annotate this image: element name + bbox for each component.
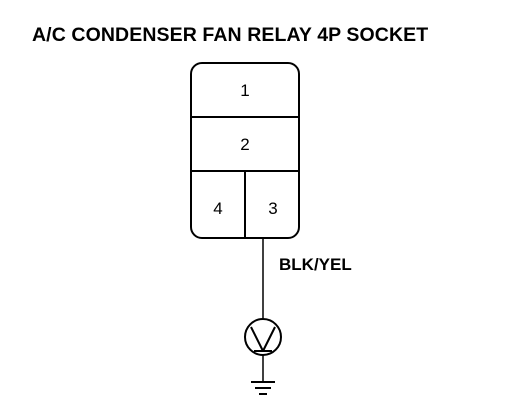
pin-3-label: 3 bbox=[268, 199, 277, 218]
pin-1-label: 1 bbox=[240, 81, 249, 100]
diagram-title: A/C CONDENSER FAN RELAY 4P SOCKET bbox=[32, 24, 429, 46]
ground-icon bbox=[251, 381, 275, 395]
pin-2-label: 2 bbox=[240, 135, 249, 154]
test-light-icon bbox=[244, 318, 282, 356]
wire-color-label: BLK/YEL bbox=[279, 255, 352, 274]
pin-4-label: 4 bbox=[213, 199, 222, 218]
